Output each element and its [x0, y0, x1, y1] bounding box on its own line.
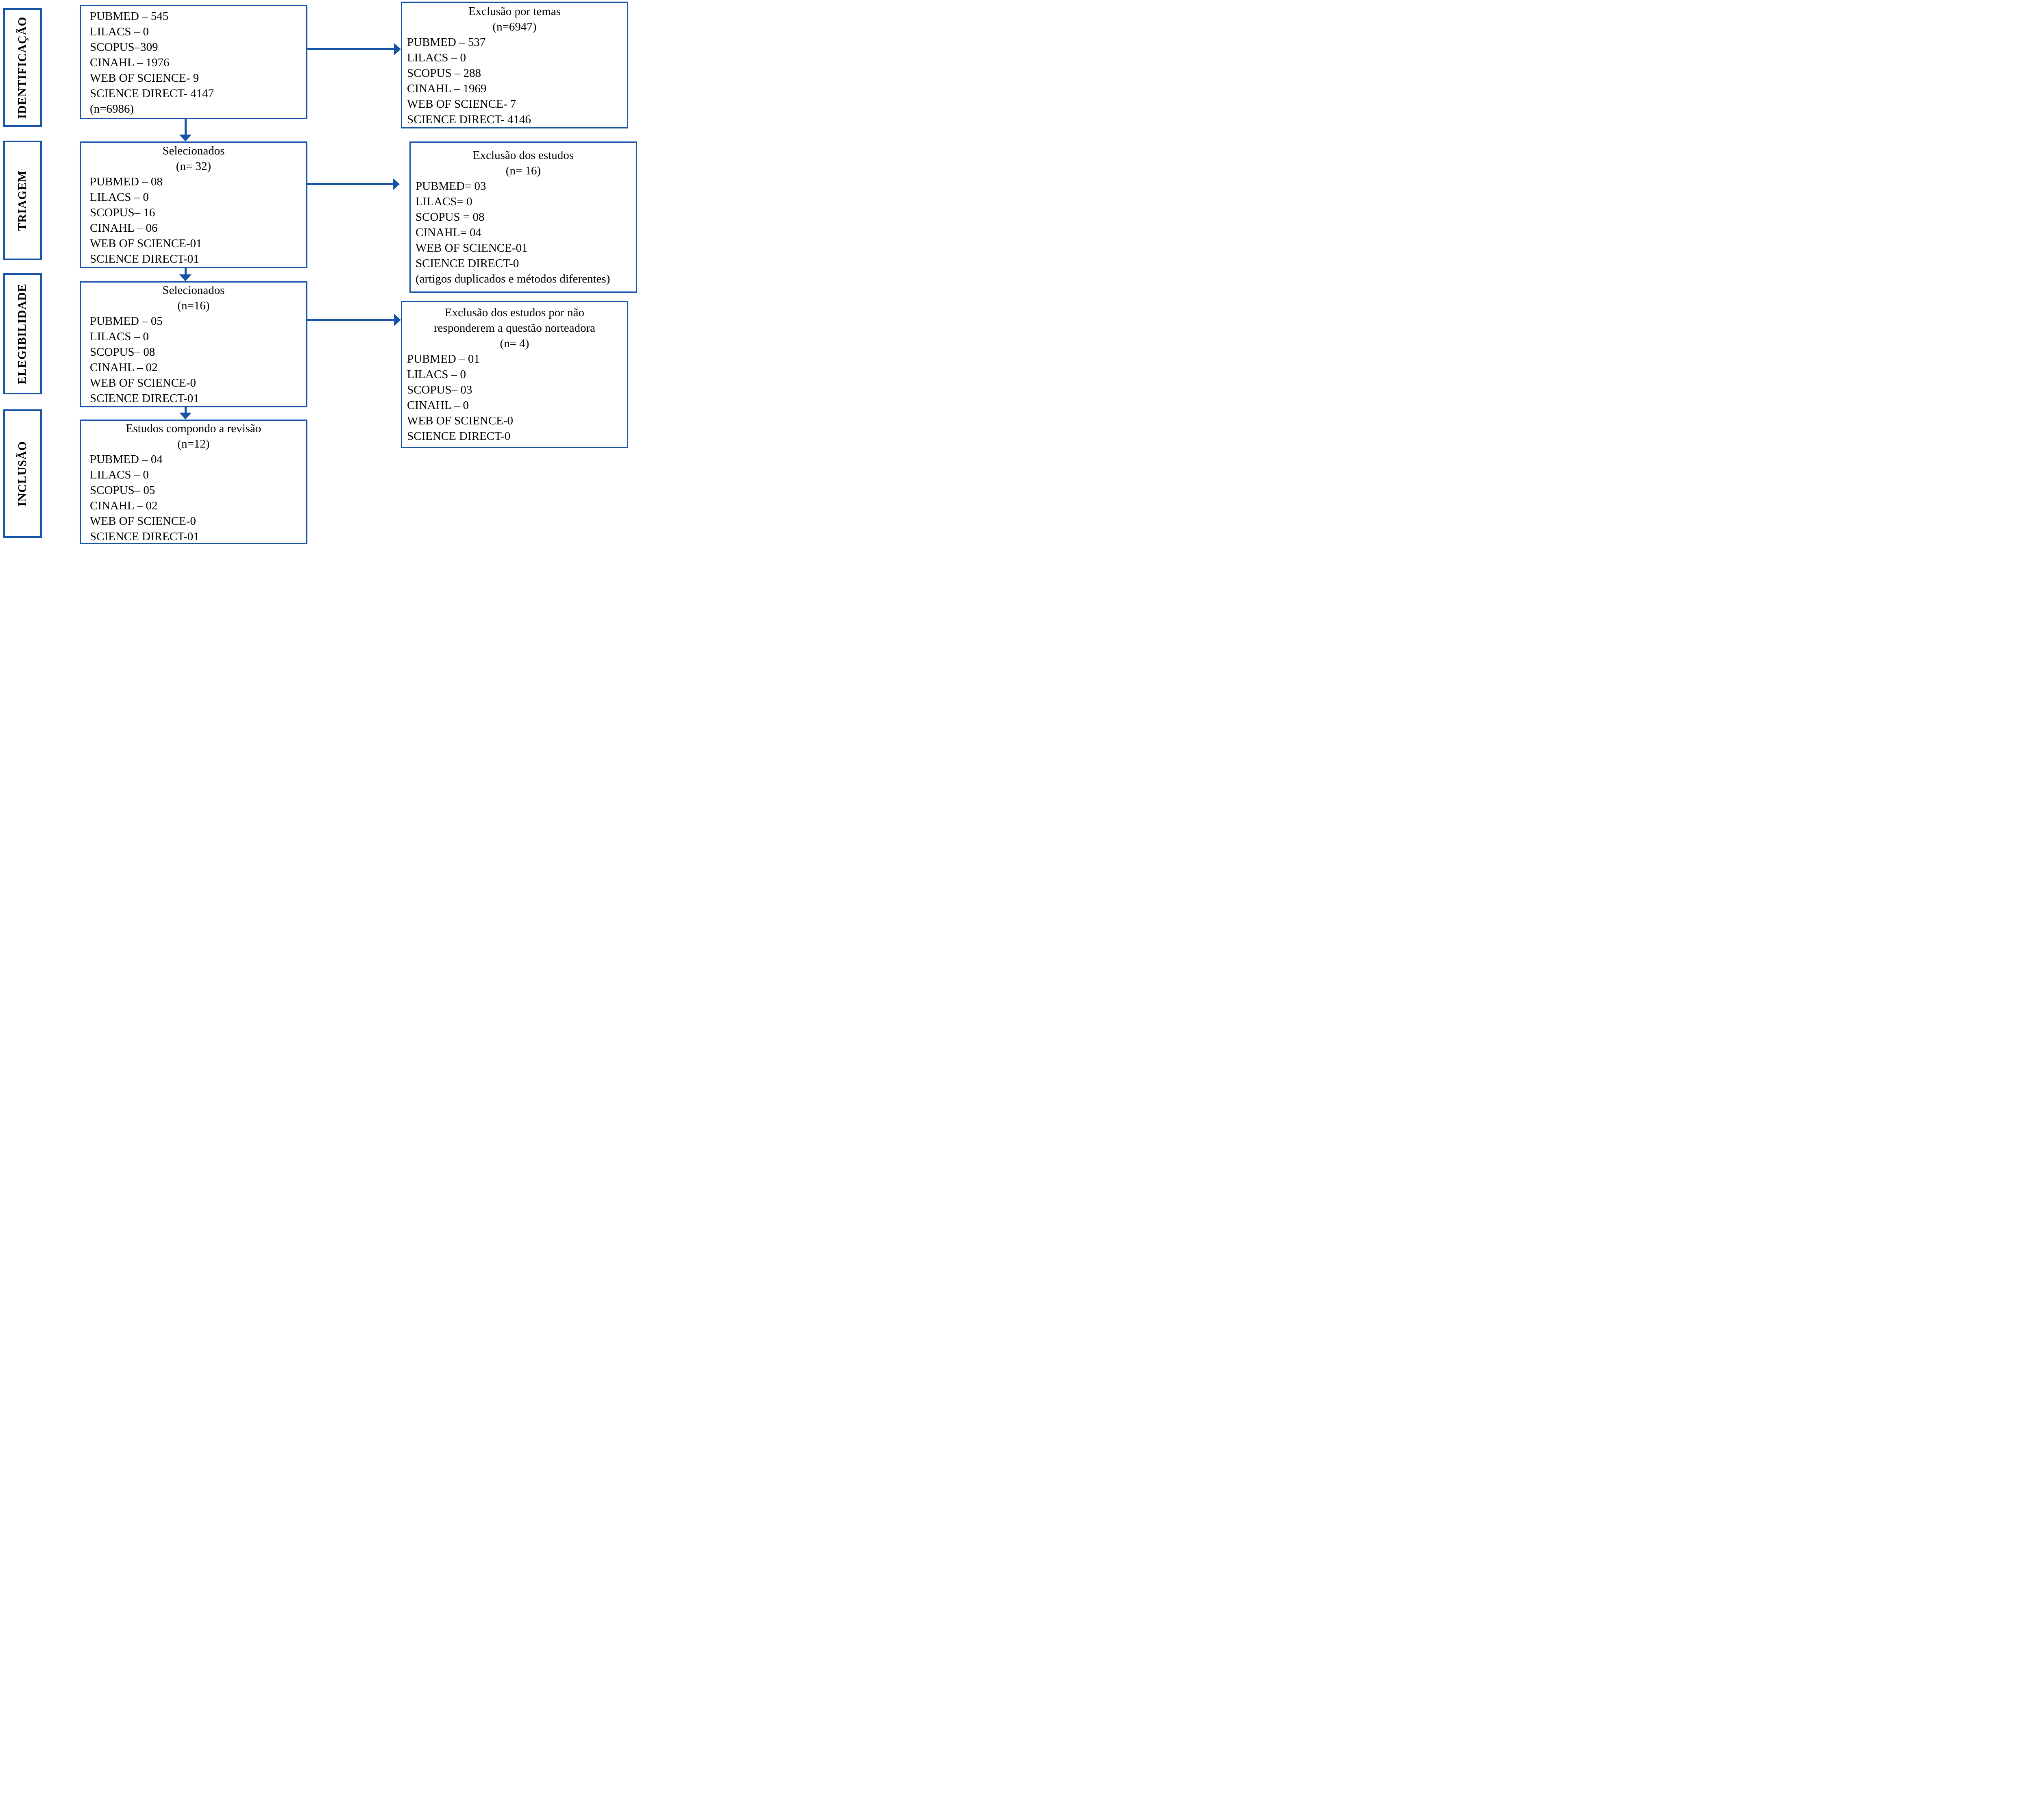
box-subtitle-count: (n= 16) — [505, 164, 541, 177]
db-count-line: LILACS – 0 — [90, 468, 149, 481]
db-count-line: PUBMED – 04 — [90, 453, 163, 466]
box-exclusion-guiding-question: Exclusão dos estudos por não responderem… — [401, 301, 628, 448]
arrow-line-screening-to-exclusion — [307, 183, 393, 185]
db-count-line: PUBMED – 537 — [407, 36, 486, 49]
arrowhead-right-icon — [393, 178, 400, 190]
arrow-line-eligibility-to-inclusion — [185, 407, 187, 413]
sidebar-stage-screening-label: TRIAGEM — [16, 170, 29, 231]
db-count-line: SCOPUS– 08 — [90, 346, 155, 359]
db-count-line: SCOPUS– 05 — [90, 484, 155, 497]
db-count-line: WEB OF SCIENCE-0 — [90, 515, 196, 528]
sidebar-stage-inclusion: INCLUSÃO — [3, 409, 42, 538]
db-count-line: CINAHL – 1969 — [407, 82, 487, 95]
db-count-line: WEB OF SCIENCE-01 — [90, 237, 202, 250]
db-count-line: SCIENCE DIRECT-0 — [416, 257, 519, 270]
db-count-line: WEB OF SCIENCE-0 — [90, 376, 196, 389]
box-exclusion-themes: Exclusão por temas (n=6947) PUBMED – 537… — [401, 2, 628, 128]
sidebar-stage-identification-label: IDENTIFICAÇÃO — [16, 16, 29, 119]
db-count-line: PUBMED – 08 — [90, 175, 163, 188]
arrowhead-right-icon — [394, 43, 401, 55]
box-subtitle-count: (n=16) — [177, 299, 210, 312]
box-screening-selected: Selecionados (n= 32) PUBMED – 08 LILACS … — [80, 141, 307, 268]
arrow-line-identification-to-exclusion — [307, 48, 394, 50]
arrow-line-eligibility-to-exclusion — [307, 319, 394, 321]
arrowhead-down-icon — [179, 413, 192, 420]
db-count-line: SCOPUS = 08 — [416, 211, 485, 224]
db-count-line: LILACS – 0 — [407, 368, 466, 381]
db-count-line: SCIENCE DIRECT- 4147 — [90, 87, 214, 100]
sidebar-stage-screening: TRIAGEM — [3, 141, 42, 260]
box-subtitle-count: (n=12) — [177, 437, 210, 450]
db-count-line: PUBMED – 05 — [90, 315, 163, 328]
db-count-line: SCIENCE DIRECT-0 — [407, 430, 511, 443]
arrowhead-down-icon — [179, 274, 192, 281]
box-title: Exclusão por temas — [468, 5, 561, 18]
db-count-line: SCOPUS– 03 — [407, 383, 472, 396]
box-subtitle-count: (n= 32) — [176, 160, 211, 173]
db-count-line: SCIENCE DIRECT- 4146 — [407, 113, 531, 126]
box-title: Exclusão dos estudos — [472, 149, 574, 162]
db-count-line: SCIENCE DIRECT-01 — [90, 392, 199, 405]
box-title: Estudos compondo a revisão — [126, 422, 261, 435]
db-count-line: SCIENCE DIRECT-01 — [90, 252, 199, 265]
box-subtitle-count: (n= 4) — [500, 337, 529, 350]
db-count-line: CINAHL – 06 — [90, 222, 158, 235]
exclusion-reason-note: (artigos duplicados e métodos diferentes… — [416, 272, 610, 285]
arrowhead-right-icon — [394, 314, 401, 326]
db-count-line: LILACS – 0 — [90, 330, 149, 343]
box-title: responderem a questão norteadora — [434, 322, 595, 335]
db-count-line: WEB OF SCIENCE-01 — [416, 241, 528, 254]
db-count-line: LILACS – 0 — [407, 51, 466, 64]
db-count-line: SCOPUS– 16 — [90, 206, 155, 219]
db-count-line: SCOPUS–309 — [90, 41, 158, 54]
sidebar-stage-eligibility: ELEGIBILIDADE — [3, 273, 42, 394]
db-count-line: PUBMED – 01 — [407, 352, 480, 365]
total-count-line: (n=6986) — [90, 102, 134, 115]
db-count-line: WEB OF SCIENCE- 7 — [407, 98, 516, 111]
db-count-line: CINAHL – 1976 — [90, 56, 170, 69]
box-title: Selecionados — [162, 144, 225, 157]
box-eligibility-selected: Selecionados (n=16) PUBMED – 05 LILACS –… — [80, 281, 307, 407]
db-count-line: PUBMED= 03 — [416, 180, 486, 193]
prisma-flow-diagram: IDENTIFICAÇÃO TRIAGEM ELEGIBILIDADE INCL… — [0, 0, 638, 546]
db-count-line: CINAHL – 0 — [407, 399, 469, 412]
box-inclusion-final: Estudos compondo a revisão (n=12) PUBMED… — [80, 420, 307, 544]
db-count-line: CINAHL – 02 — [90, 499, 158, 512]
db-count-line: LILACS= 0 — [416, 195, 472, 208]
box-title: Selecionados — [162, 284, 225, 297]
arrow-line-identification-to-screening — [185, 119, 187, 135]
db-count-line: SCOPUS – 288 — [407, 67, 481, 80]
arrow-line-screening-to-eligibility — [185, 268, 187, 274]
db-count-line: LILACS – 0 — [90, 25, 149, 38]
arrowhead-down-icon — [179, 135, 192, 141]
db-count-line: PUBMED – 545 — [90, 10, 169, 23]
sidebar-stage-eligibility-label: ELEGIBILIDADE — [16, 283, 29, 385]
box-exclusion-studies: Exclusão dos estudos (n= 16) PUBMED= 03 … — [409, 141, 637, 293]
box-subtitle-count: (n=6947) — [492, 20, 537, 33]
db-count-line: LILACS – 0 — [90, 191, 149, 204]
sidebar-stage-identification: IDENTIFICAÇÃO — [3, 8, 42, 127]
db-count-line: WEB OF SCIENCE- 9 — [90, 72, 199, 85]
box-title: Exclusão dos estudos por não — [444, 306, 585, 319]
db-count-line: CINAHL – 02 — [90, 361, 158, 374]
db-count-line: SCIENCE DIRECT-01 — [90, 530, 199, 543]
box-identification-sources: PUBMED – 545 LILACS – 0 SCOPUS–309 CINAH… — [80, 5, 307, 119]
db-count-line: WEB OF SCIENCE-0 — [407, 414, 513, 427]
sidebar-stage-inclusion-label: INCLUSÃO — [16, 441, 29, 507]
db-count-line: CINAHL= 04 — [416, 226, 482, 239]
